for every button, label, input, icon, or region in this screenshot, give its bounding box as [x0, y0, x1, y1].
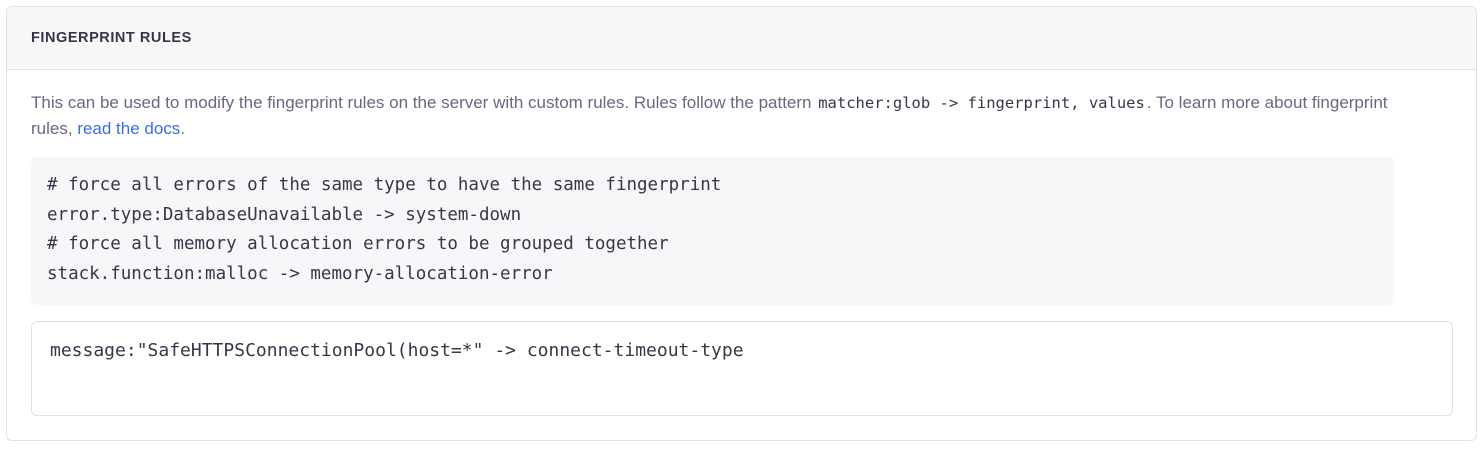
- example-code-block: # force all errors of the same type to h…: [31, 157, 1394, 305]
- description-text-before: This can be used to modify the fingerpri…: [31, 93, 817, 112]
- fingerprint-rules-panel: FINGERPRINT RULES This can be used to mo…: [6, 6, 1477, 441]
- fingerprint-rules-input[interactable]: [31, 321, 1453, 416]
- code-line: # force all memory allocation errors to …: [47, 234, 669, 254]
- code-line: # force all errors of the same type to h…: [47, 175, 722, 195]
- code-line: stack.function:malloc -> memory-allocati…: [47, 263, 553, 284]
- panel-header: FINGERPRINT RULES: [7, 7, 1476, 70]
- read-the-docs-link[interactable]: read the docs: [77, 119, 181, 138]
- page-title: FINGERPRINT RULES: [31, 30, 192, 46]
- description-text-trailing: .: [180, 119, 186, 138]
- inline-code-pattern: matcher:glob -> fingerprint, values: [818, 94, 1145, 112]
- panel-body: This can be used to modify the fingerpri…: [7, 70, 1476, 416]
- code-line: error.type:DatabaseUnavailable -> system…: [47, 204, 522, 225]
- description-text-after: . To learn more about fingerprint rules,: [31, 93, 1388, 138]
- panel-description: This can be used to modify the fingerpri…: [31, 90, 1391, 142]
